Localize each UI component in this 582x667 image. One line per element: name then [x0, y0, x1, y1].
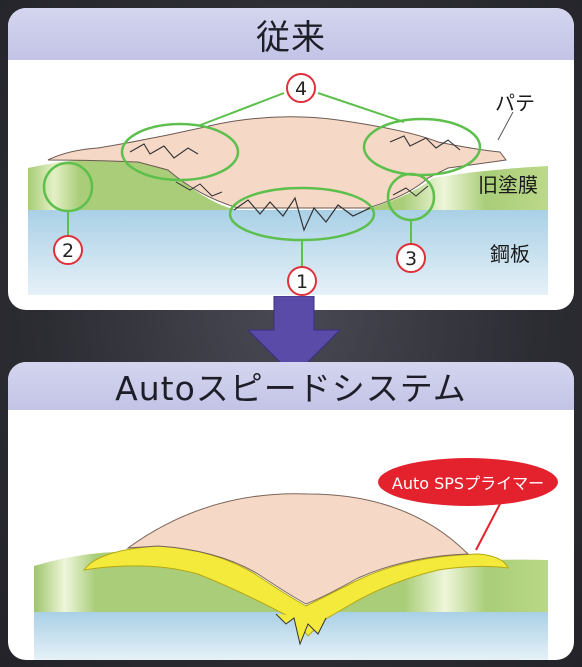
highlight-left-gap [120, 122, 240, 182]
down-arrow-icon [248, 296, 340, 376]
auto-speed-panel: Autoスピードシステム A [8, 362, 574, 660]
svg-text:4: 4 [295, 78, 307, 100]
right-voids [389, 135, 461, 151]
conventional-diagram: 4 1 2 3 パテ 旧塗膜 鋼板 [28, 73, 548, 296]
putty-layer-2 [126, 493, 470, 605]
left-voids [129, 143, 199, 159]
primer-callout-text: Auto SPSプライマー [392, 474, 544, 493]
edge-voids-left [175, 181, 223, 197]
callout-leader [475, 499, 503, 551]
putty-label: パテ [495, 91, 535, 115]
conventional-panel: 従来 [8, 8, 574, 310]
marker-1: 1 [287, 266, 317, 296]
steel-label: 鋼板 [490, 242, 530, 266]
svg-text:1: 1 [296, 271, 308, 293]
filled-voids [275, 613, 327, 646]
marker-4: 4 [286, 73, 316, 103]
primer-callout [378, 458, 558, 506]
marker-2: 2 [53, 235, 83, 265]
svg-text:3: 3 [405, 248, 417, 270]
svg-text:2: 2 [62, 240, 74, 262]
leader-4-right [317, 92, 405, 123]
bottom-voids [233, 196, 371, 232]
old-coating-layer [28, 158, 548, 210]
auto-speed-panel-title: Autoスピードシステム [8, 362, 574, 410]
old-coating-label: 旧塗膜 [478, 173, 538, 197]
marker-3: 3 [396, 243, 426, 273]
conventional-panel-title: 従来 [8, 8, 574, 60]
edge-voids-right [392, 185, 429, 197]
primer-layer [82, 545, 509, 637]
leader-putty [497, 111, 514, 141]
highlight-right-gap [362, 117, 482, 177]
leader-4-left [197, 92, 285, 127]
auto-speed-diagram: Auto SPSプライマー [34, 458, 558, 660]
